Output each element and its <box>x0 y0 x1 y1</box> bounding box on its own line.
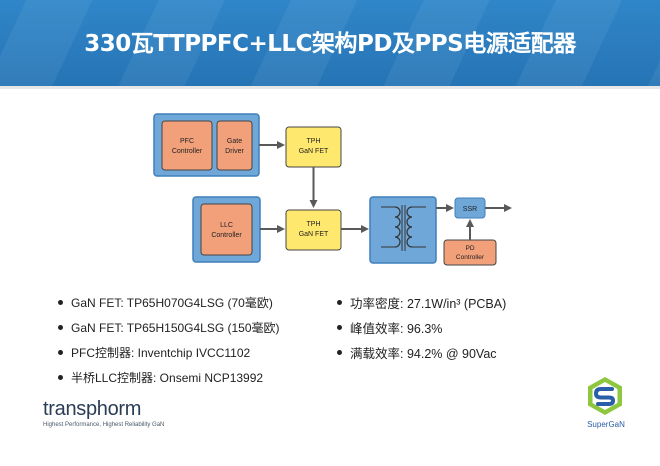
signal-arrows <box>259 141 512 240</box>
tph-top-line1: TPH <box>307 138 321 145</box>
list-item: GaN FET: TP65H070G4LSG (70毫欧) <box>58 290 348 315</box>
tph-bottom-block <box>285 209 342 251</box>
llc-controller-line2: Controller <box>211 232 242 239</box>
bullet-text: PFC控制器: Inventchip IVCC1102 <box>71 346 251 360</box>
bullet-dot <box>337 350 342 355</box>
list-item: 半桥LLC控制器: Onsemi NCP13992 <box>58 365 348 390</box>
block-diagram: PFC Controller Gate Driver TPH GaN FET L… <box>153 113 512 266</box>
list-item: 峰值效率: 96.3% <box>337 315 597 340</box>
bullet-dot <box>337 325 342 330</box>
pd-controller-block <box>443 239 497 266</box>
bullet-text: 功率密度: 27.1W/in³ (PCBA) <box>350 297 507 311</box>
tph-bottom-line1: TPH <box>307 221 321 228</box>
supergan-label: SuperGaN <box>587 420 625 429</box>
list-item: 满载效率: 94.2% @ 90Vac <box>337 340 597 365</box>
logo-tagline: Highest Performance, Highest Reliability… <box>43 422 165 428</box>
transformer-block <box>369 196 437 264</box>
title-banner: 330瓦TTPPFC+LLC架构PD及PPS电源适配器 <box>0 0 660 88</box>
bullet-text: 峰值效率: 96.3% <box>350 322 443 336</box>
spec-list-left: GaN FET: TP65H070G4LSG (70毫欧) GaN FET: T… <box>58 290 348 390</box>
list-item: 功率密度: 27.1W/in³ (PCBA) <box>337 290 597 315</box>
tph-top-line2: GaN FET <box>299 148 329 155</box>
bullet-dot <box>58 300 63 305</box>
bullet-text: GaN FET: TP65H070G4LSG (70毫欧) <box>71 296 273 310</box>
pfc-controller-line1: PFC <box>180 138 194 145</box>
bullet-dot <box>337 300 342 305</box>
bullet-text: 半桥LLC控制器: Onsemi NCP13992 <box>71 371 264 385</box>
gate-driver-line2: Driver <box>225 148 244 155</box>
bullet-dot <box>58 375 63 380</box>
spec-list-right: 功率密度: 27.1W/in³ (PCBA) 峰值效率: 96.3% 满载效率:… <box>337 290 597 365</box>
pd-controller-line2: Controller <box>456 254 485 261</box>
transphorm-logo: transphorm <box>43 398 142 420</box>
bullet-text: 满载效率: 94.2% @ 90Vac <box>350 347 497 361</box>
bullet-text: GaN FET: TP65H150G4LSG (150毫欧) <box>71 321 280 335</box>
llc-controller-line1: LLC <box>220 222 233 229</box>
pfc-controller-line2: Controller <box>172 148 203 155</box>
list-item: PFC控制器: Inventchip IVCC1102 <box>58 340 348 365</box>
tph-top-block <box>285 126 342 168</box>
pfc-group <box>153 113 260 177</box>
tph-bottom-line2: GaN FET <box>299 231 329 238</box>
bullet-dot <box>58 350 63 355</box>
pd-controller-line1: PD <box>465 245 474 252</box>
banner-divider <box>0 86 660 89</box>
ssr-label: SSR <box>463 206 477 213</box>
llc-group <box>192 196 261 263</box>
list-item: GaN FET: TP65H150G4LSG (150毫欧) <box>58 315 348 340</box>
gate-driver-line1: Gate <box>227 138 242 145</box>
banner-decoration <box>0 0 660 88</box>
supergan-logo-icon <box>588 377 622 415</box>
bullet-dot <box>58 325 63 330</box>
page-title: 330瓦TTPPFC+LLC架构PD及PPS电源适配器 <box>84 31 576 57</box>
